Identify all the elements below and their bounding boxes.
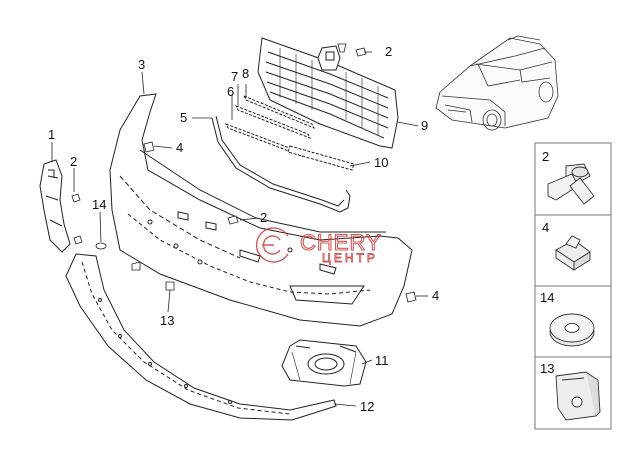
callouts: 1 2 2 2 3 4 4 5 6 7 8 9 10 11 12 13 14 — [48, 44, 439, 414]
strip-6 — [224, 123, 304, 157]
watermark-brand: CHERY — [300, 230, 382, 255]
washer-icon — [549, 313, 595, 347]
legend-label-4: 4 — [542, 220, 549, 235]
grille-part — [257, 37, 399, 149]
strip-10 — [287, 145, 355, 171]
callout-13: 13 — [160, 313, 174, 328]
trim-strips — [224, 95, 355, 171]
callout-11: 11 — [375, 353, 389, 368]
callout-6: 6 — [227, 84, 234, 99]
leader-lines — [51, 51, 428, 407]
side-bracket-part — [39, 159, 71, 253]
fasteners — [71, 43, 417, 303]
fastener-legend: 2 4 14 13 — [534, 142, 612, 430]
callout-12: 12 — [360, 399, 374, 414]
callout-2-a: 2 — [70, 154, 77, 169]
callout-14: 14 — [92, 197, 106, 212]
lower-spoiler-part — [65, 253, 337, 421]
callout-8: 8 — [242, 66, 249, 81]
callout-2-c: 2 — [260, 210, 267, 225]
legend-label-13: 13 — [540, 361, 554, 376]
legend-label-2: 2 — [542, 149, 549, 164]
callout-10: 10 — [374, 155, 388, 170]
callout-3: 3 — [138, 57, 145, 72]
callout-1: 1 — [48, 127, 55, 142]
callout-7: 7 — [231, 69, 238, 84]
bumper-cover-part — [109, 93, 413, 327]
retainer-clip-icon — [555, 371, 601, 421]
legend-label-14: 14 — [540, 290, 554, 305]
callout-9: 9 — [421, 118, 428, 133]
chery-logo-icon — [255, 227, 289, 263]
callout-4-a: 4 — [176, 140, 183, 155]
chery-watermark: CHERY ЦЕНТР — [255, 227, 382, 265]
fog-lamp-bezel-part — [281, 339, 367, 387]
callout-2-b: 2 — [385, 44, 392, 59]
rivet-clip-icon — [547, 163, 595, 205]
callout-4-b: 4 — [432, 288, 439, 303]
speed-nut-icon — [555, 235, 591, 271]
callout-5: 5 — [180, 110, 187, 125]
strip-8 — [242, 95, 316, 129]
grille-frame-part — [211, 115, 351, 213]
strip-7 — [234, 105, 312, 139]
watermark-subtitle: ЦЕНТР — [322, 251, 378, 265]
car-thumbnail — [435, 35, 559, 131]
